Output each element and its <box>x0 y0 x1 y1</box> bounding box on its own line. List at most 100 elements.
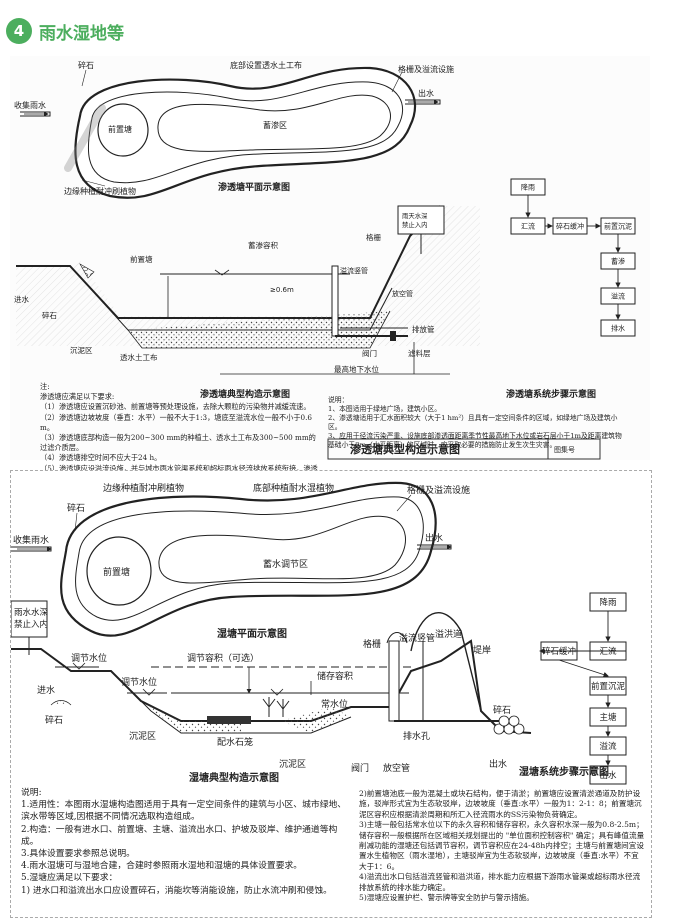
flow-step-label: 蓄渗 <box>611 256 625 265</box>
wet-label-gabion: 配水石笼 <box>217 736 253 748</box>
infiltration-plan-view: 碎石 底部设置透水土工布 格栅及溢流设施 收集雨水 出水 前置塘 蓄渗区 边缘种… <box>14 60 454 199</box>
infiltration-pond-drawing: 碎石 底部设置透水土工布 格栅及溢流设施 收集雨水 出水 前置塘 蓄渗区 边缘种… <box>14 60 636 460</box>
notes-line: （1）渗透塘应设置沉砂池、前置塘等预处理设施，去除大颗粒的污染物并减缓流速。 <box>40 402 311 412</box>
section-label-valve: 阀门 <box>362 349 377 358</box>
section-label-geotextile: 透水土工布 <box>120 352 158 362</box>
wet-plan-label-gravel: 碎石 <box>67 502 85 514</box>
wet-label-gravel2: 碎石 <box>493 704 511 716</box>
section-label-forebay: 前置塘 <box>130 254 153 264</box>
wet-pond-drawing: 碎石 边缘种植耐冲刷植物 底部种植耐水湿植物 格栅及溢流设施 收集雨水 出水 前… <box>11 481 627 785</box>
wet-label-sludge: 沉泥区 <box>129 731 156 742</box>
section-title: 渗透塘典型构造示意图 <box>200 388 290 400</box>
wet-notes-right-line: 2)前置塘池底一般为混凝土或块石结构，便于清淤；前置塘应设置清淤通道及防护设施，… <box>359 789 642 819</box>
wet-label-reg-level2: 调节水位 <box>121 676 157 688</box>
wetland-plan-view: 碎石 边缘种植耐冲刷植物 底部种植耐水湿植物 格栅及溢流设施 收集雨水 出水 前… <box>11 481 470 640</box>
notes-line: 渗透塘应满足以下要求: <box>40 392 115 402</box>
plan-title: 渗透塘平面示意图 <box>218 181 290 193</box>
wet-label-outflow: 出水 <box>489 758 507 770</box>
flow-step-label: 降雨 <box>599 597 617 608</box>
flow-step-box <box>589 765 627 785</box>
section-label-sludge: 沉泥区 <box>70 346 93 355</box>
section-label-overflow-pipe: 溢流竖管 <box>340 266 368 275</box>
section-label-storage: 蓄渗容积 <box>248 240 278 250</box>
infiltration-pond-panel: 碎石 底部设置透水土工布 格栅及溢流设施 收集雨水 出水 前置塘 蓄渗区 边缘种… <box>10 56 650 483</box>
flow-step-label: 出水 <box>599 770 617 781</box>
plan-label-inflow: 收集雨水 <box>14 100 46 110</box>
infiltration-section-view: 雨天水深禁止入内 蓄渗容积 格栅 前置塘 进水 ≥0.6m 溢流竖管 放空管 碎… <box>14 205 480 400</box>
flow-step-label: 排水 <box>611 323 625 332</box>
wet-flow-title: 湿塘系统步骤示意图 <box>519 765 609 778</box>
flow-step-label: 主塘 <box>599 712 617 723</box>
wet-label-store-volume: 储存容积 <box>317 670 353 682</box>
wet-label-gravel: 碎石 <box>45 714 63 726</box>
section-label-gw: 最高地下水位 <box>334 364 379 374</box>
wet-notes-line: 5.湿塘应满足以下要求： <box>21 873 118 884</box>
section-label-grate: 格栅 <box>366 232 381 242</box>
flow-step-label: 汇流 <box>599 646 617 657</box>
wet-label-drain-pipe: 放空管 <box>383 762 410 774</box>
wet-notes-line: 1) 进水口和溢流出水口应设置碎石，消能坎等消能设施，防止水流冲刷和侵蚀。 <box>21 885 332 896</box>
plan-label-infiltration: 蓄渗区 <box>263 120 287 130</box>
wet-notes-right-line: 5)湿塘应设置护栏、警示牌等安全防护与警示措施。 <box>359 893 534 903</box>
flow-step-label: 前置沉泥 <box>591 681 626 692</box>
wet-label-sludge2: 沉泥区 <box>279 759 306 770</box>
wet-notes-right-line: 3)主塘一般包括常水位以下的永久容积和储存容积，永久容积水深一般为0.8-2.5… <box>359 820 645 871</box>
wetland-notes-right: 2)前置塘池底一般为混凝土或块石结构，便于清淤；前置塘应设置清淤通道及防护设施，… <box>359 789 645 903</box>
title-block-code-label: 图集号 <box>554 445 575 454</box>
wet-plan-label-grate: 格栅及溢流设施 <box>407 484 470 496</box>
section-title: 雨水湿地等 <box>39 23 124 44</box>
notes-heading: 注: <box>40 382 50 391</box>
wet-label-bank: 堤岸 <box>473 645 491 656</box>
section-header: 4 雨水湿地等 <box>6 14 124 48</box>
wet-label-drain-hole: 排水孔 <box>403 730 430 742</box>
flow-step-label: 溢流 <box>599 741 617 752</box>
plan-label-outflow: 出水 <box>418 88 434 98</box>
plan-label-edge-plants: 边缘种植耐冲刷植物 <box>64 186 136 196</box>
wet-plan-title: 湿塘平面示意图 <box>217 627 287 640</box>
notes-right-heading: 说明： <box>328 396 349 404</box>
plan-label-gravel: 碎石 <box>78 60 94 70</box>
wet-label-grate: 格栅 <box>363 638 381 650</box>
wet-label-normal-level: 常水位 <box>321 698 348 710</box>
wet-notes-right-line: 4)溢流出水口包括溢流竖管和溢洪道，排水能力应根据下游雨水管渠或超标雨水径流排放… <box>359 872 641 892</box>
wet-plan-label-edge-plants: 边缘种植耐冲刷植物 <box>103 482 184 494</box>
infiltration-flow-chart: 降雨汇流碎石缓冲前置沉泥蓄渗溢流排水 <box>510 178 636 337</box>
wet-label-spillway: 溢洪道 <box>435 628 462 640</box>
wet-notes-line: 1.适用性：本图雨水湿塘构造图适用于具有一定空间条件的建筑与小区、城市绿地、滨水… <box>21 800 347 823</box>
wet-plan-label-outflow: 出水 <box>425 532 443 544</box>
section-label-inflow: 进水 <box>14 294 29 304</box>
flow-step-label: 前置沉泥 <box>604 221 632 230</box>
notes-right-line: 1、本图适用于绿地广场，建筑小区。 <box>328 405 442 413</box>
section-number-badge: 4 <box>6 18 32 44</box>
wet-notes-line: 4.雨水湿塘可与湿地合建，合建时参照雨水湿地和湿塘的具体设置要求。 <box>21 861 303 872</box>
flow-step-label: 溢流 <box>611 291 625 300</box>
wet-label-reg-volume: 调节容积（可选） <box>187 652 259 664</box>
wet-plan-label-forebay: 前置塘 <box>103 566 130 578</box>
section-label-filter: 滤料层 <box>408 348 431 358</box>
wet-notes-heading: 说明: <box>21 788 42 798</box>
flow-arrow <box>558 659 609 678</box>
wet-label-valve: 阀门 <box>351 762 369 774</box>
section-label-drain: 排放管 <box>412 324 435 334</box>
wet-label-inflow: 进水 <box>37 684 55 696</box>
flow-title: 渗透塘系统步骤示意图 <box>506 388 596 400</box>
wet-section-sign: 雨水水深禁止入内 <box>14 607 49 630</box>
section-label-depth: ≥0.6m <box>270 286 294 294</box>
notes-right-line: 3、应用于径流污染严重、设施底部渗透面距离季节性最高地下水位或岩石层小于1m及距… <box>328 432 622 449</box>
title-block-title: 渗透塘典型构造示意图 <box>350 442 460 456</box>
infiltration-notes: 注: 渗透塘应满足以下要求: （1）渗透塘应设置沉砂池、前置塘等预处理设施，去除… <box>40 382 320 484</box>
title-block <box>327 438 601 460</box>
wetland-section-view: 雨水水深禁止入内 调节水位 调节容积（可选） 储存容积 <box>11 600 532 784</box>
section-label-gravel: 碎石 <box>42 310 57 320</box>
wet-plan-label-storage: 蓄水调节区 <box>263 558 308 570</box>
notes-right-line: 2、渗透塘适用于汇水面积较大（大于1 hm²）且具有一定空间条件的区域，如绿地广… <box>328 414 618 431</box>
flow-step-box <box>600 319 636 337</box>
flow-step-label: 降雨 <box>521 182 535 191</box>
flow-step-label: 碎石缓冲 <box>556 221 584 230</box>
wet-plan-label-bottom-plants: 底部种植耐水湿植物 <box>253 482 334 494</box>
plan-label-forebay: 前置塘 <box>108 124 132 134</box>
wet-notes-line: 3.具体设置要求参照总说明。 <box>21 849 135 860</box>
wet-plan-label-inflow: 收集雨水 <box>13 534 49 546</box>
notes-line: （4）渗透塘排空时间不应大于24 h。 <box>40 453 162 463</box>
